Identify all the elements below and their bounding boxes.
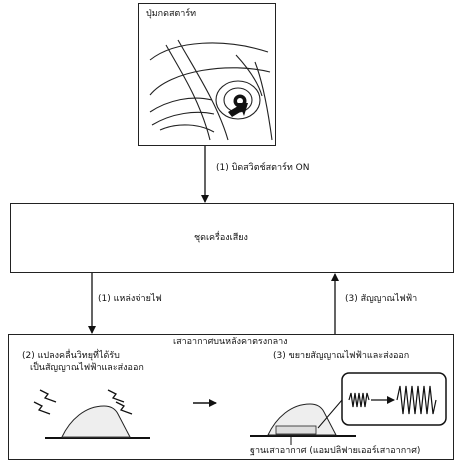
shark-fin-antenna-left xyxy=(45,405,150,439)
audio-unit-box xyxy=(10,203,454,273)
antenna-panel-title: เสาอากาศบนหลังคาตรงกลาง xyxy=(173,337,288,347)
step-signal-to-audio: (3) สัญญาณไฟฟ้า xyxy=(345,294,418,304)
step-power-supply: (1) แหล่งจ่ายไฟ xyxy=(98,294,162,304)
convert-label-line1: (2) แปลงคลื่นวิทยุที่ได้รับ xyxy=(22,351,120,361)
antenna-base-label: ฐานเสาอากาศ (แอมปลิฟายเออร์เสาอากาศ) xyxy=(250,446,421,456)
start-button-illustration-box xyxy=(138,3,276,146)
audio-unit-label: ชุดเครื่องเสียง xyxy=(194,233,248,243)
convert-label-line2: เป็นสัญญาณไฟฟ้าและส่งออก xyxy=(30,363,144,373)
step-start-switch-on: (1) บิดสวิตช์สตาร์ท ON xyxy=(216,163,310,173)
radio-wave-icon-right xyxy=(107,389,133,415)
start-button-label: ปุ่มกดสตาร์ท xyxy=(146,9,197,19)
start-button-icon xyxy=(228,94,248,117)
amplified-signal-callout xyxy=(341,372,447,426)
amplify-label: (3) ขยายสัญญาณไฟฟ้าและส่งออก xyxy=(273,351,410,361)
shark-fin-antenna-right xyxy=(250,399,356,445)
steering-wheel-dashboard-illustration xyxy=(149,39,273,141)
radio-wave-icon-left xyxy=(33,389,57,415)
